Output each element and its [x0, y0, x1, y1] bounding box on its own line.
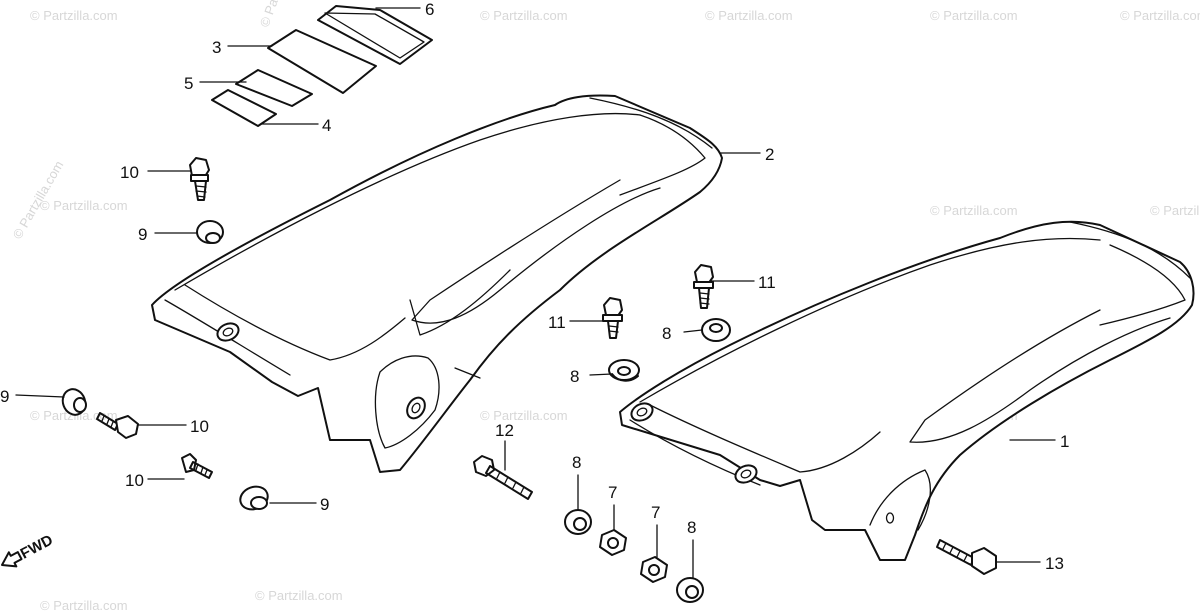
- fwd-arrow: FWD: [0, 531, 56, 568]
- decal-3: [267, 29, 377, 94]
- decal-4: [211, 89, 277, 127]
- washer-9-top: [196, 220, 224, 244]
- decal-5: [235, 69, 313, 107]
- leader-lines: [15, 7, 1056, 579]
- watermark-text: © Partzilla.com: [480, 408, 568, 423]
- washer-9-left: [61, 388, 87, 416]
- watermark-text: © Partzilla.com: [1120, 8, 1200, 23]
- bolt-10-top: [189, 157, 210, 201]
- watermark-text: © Partzilla.com: [1150, 203, 1200, 218]
- watermark-text: © Partzilla.com: [930, 203, 1018, 218]
- callout-5: 5: [184, 74, 193, 93]
- rear-fender: [151, 94, 723, 473]
- callout-7: 7: [608, 483, 617, 502]
- bolt-10-low: [181, 453, 213, 479]
- watermark-text: © Pa: [257, 0, 281, 29]
- washer-8-bottom: [676, 577, 704, 603]
- watermark-text: © Partzilla.com: [930, 8, 1018, 23]
- callout-9: 9: [320, 495, 329, 514]
- nut-7-a: [599, 529, 627, 556]
- watermark-text: © Partzilla.com: [255, 588, 343, 603]
- watermark-text: © Partzilla.com: [480, 8, 568, 23]
- callout-11: 11: [758, 273, 776, 292]
- washer-9-low: [239, 485, 269, 511]
- callout-10: 10: [120, 163, 139, 182]
- callout-10: 10: [125, 471, 144, 490]
- callout-8: 8: [572, 453, 581, 472]
- callouts: 6 3 5 4 2 10 9 9 10 10 9 11 8 11 8 12 8 …: [0, 0, 1069, 573]
- front-fender: [619, 220, 1195, 561]
- callout-6: 6: [425, 0, 434, 19]
- callout-8: 8: [687, 518, 696, 537]
- callout-12: 12: [495, 421, 514, 440]
- watermark-text: © Partzilla.com: [705, 8, 793, 23]
- bolt-10-mid: [96, 412, 139, 439]
- callout-13: 13: [1045, 554, 1064, 573]
- fwd-label: FWD: [18, 531, 56, 562]
- bolt-11-left: [602, 297, 623, 339]
- nut-7-b: [640, 556, 668, 583]
- callout-2: 2: [765, 145, 774, 164]
- callout-1: 1: [1060, 432, 1069, 451]
- callout-8: 8: [662, 324, 671, 343]
- watermark-text: © Partzilla.com: [40, 598, 128, 613]
- callout-7: 7: [651, 503, 660, 522]
- watermark-text: © Partzilla.com: [40, 198, 128, 213]
- callout-3: 3: [212, 38, 221, 57]
- decal-6: [317, 5, 433, 65]
- callout-9: 9: [138, 225, 147, 244]
- callout-4: 4: [322, 116, 331, 135]
- callout-9: 9: [0, 387, 9, 406]
- washer-8-mid: [564, 509, 592, 535]
- bolt-12: [473, 455, 533, 500]
- bolt-11-right: [693, 264, 714, 309]
- bolt-13: [936, 539, 997, 575]
- callout-11: 11: [548, 313, 566, 332]
- washer-8-right: [701, 318, 731, 342]
- washer-8-left: [608, 359, 640, 382]
- callout-8: 8: [570, 367, 579, 386]
- watermark-text: © Partzilla.com: [30, 8, 118, 23]
- callout-10: 10: [190, 417, 209, 436]
